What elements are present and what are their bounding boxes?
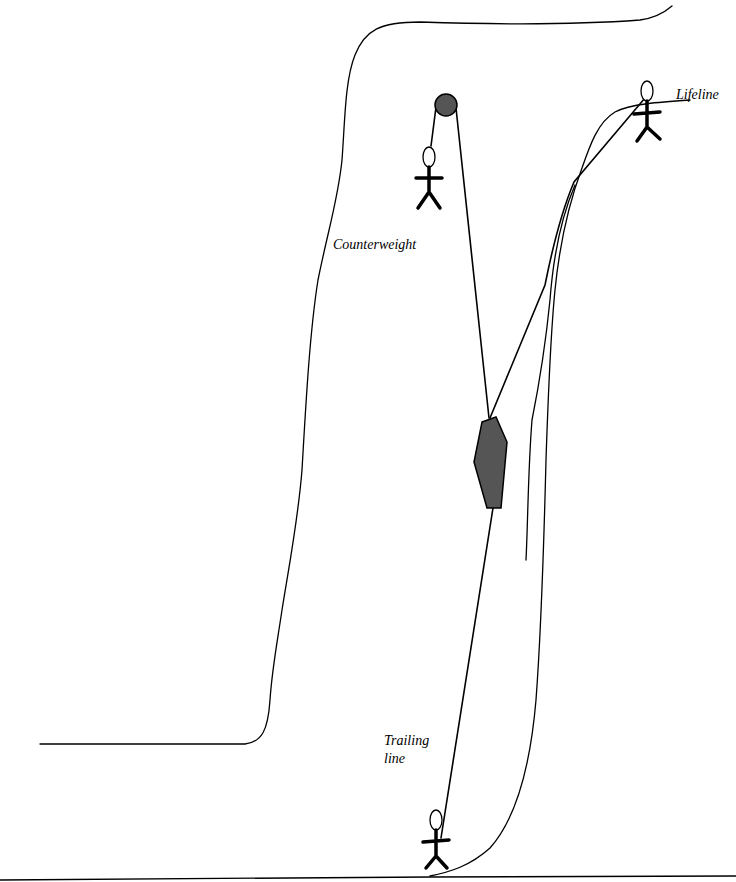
cliff-outline-left	[40, 6, 672, 744]
counterweight-rope	[431, 107, 436, 146]
lifeline-rope	[490, 98, 645, 418]
part-label: Trailing line	[384, 732, 446, 768]
pulley-rope	[456, 108, 489, 418]
ground-line	[0, 876, 736, 880]
trailing-rope	[441, 508, 493, 838]
pulley	[435, 94, 457, 116]
part-label: Lifeline	[676, 86, 734, 104]
rock-edge-inner	[526, 185, 575, 560]
counterweight-person	[416, 147, 442, 208]
lifeline-person	[634, 81, 660, 141]
part-label: Counterweight	[333, 236, 463, 254]
cliff-outline-right	[430, 100, 690, 876]
stretcher	[474, 417, 507, 508]
trailing-person	[423, 810, 449, 868]
